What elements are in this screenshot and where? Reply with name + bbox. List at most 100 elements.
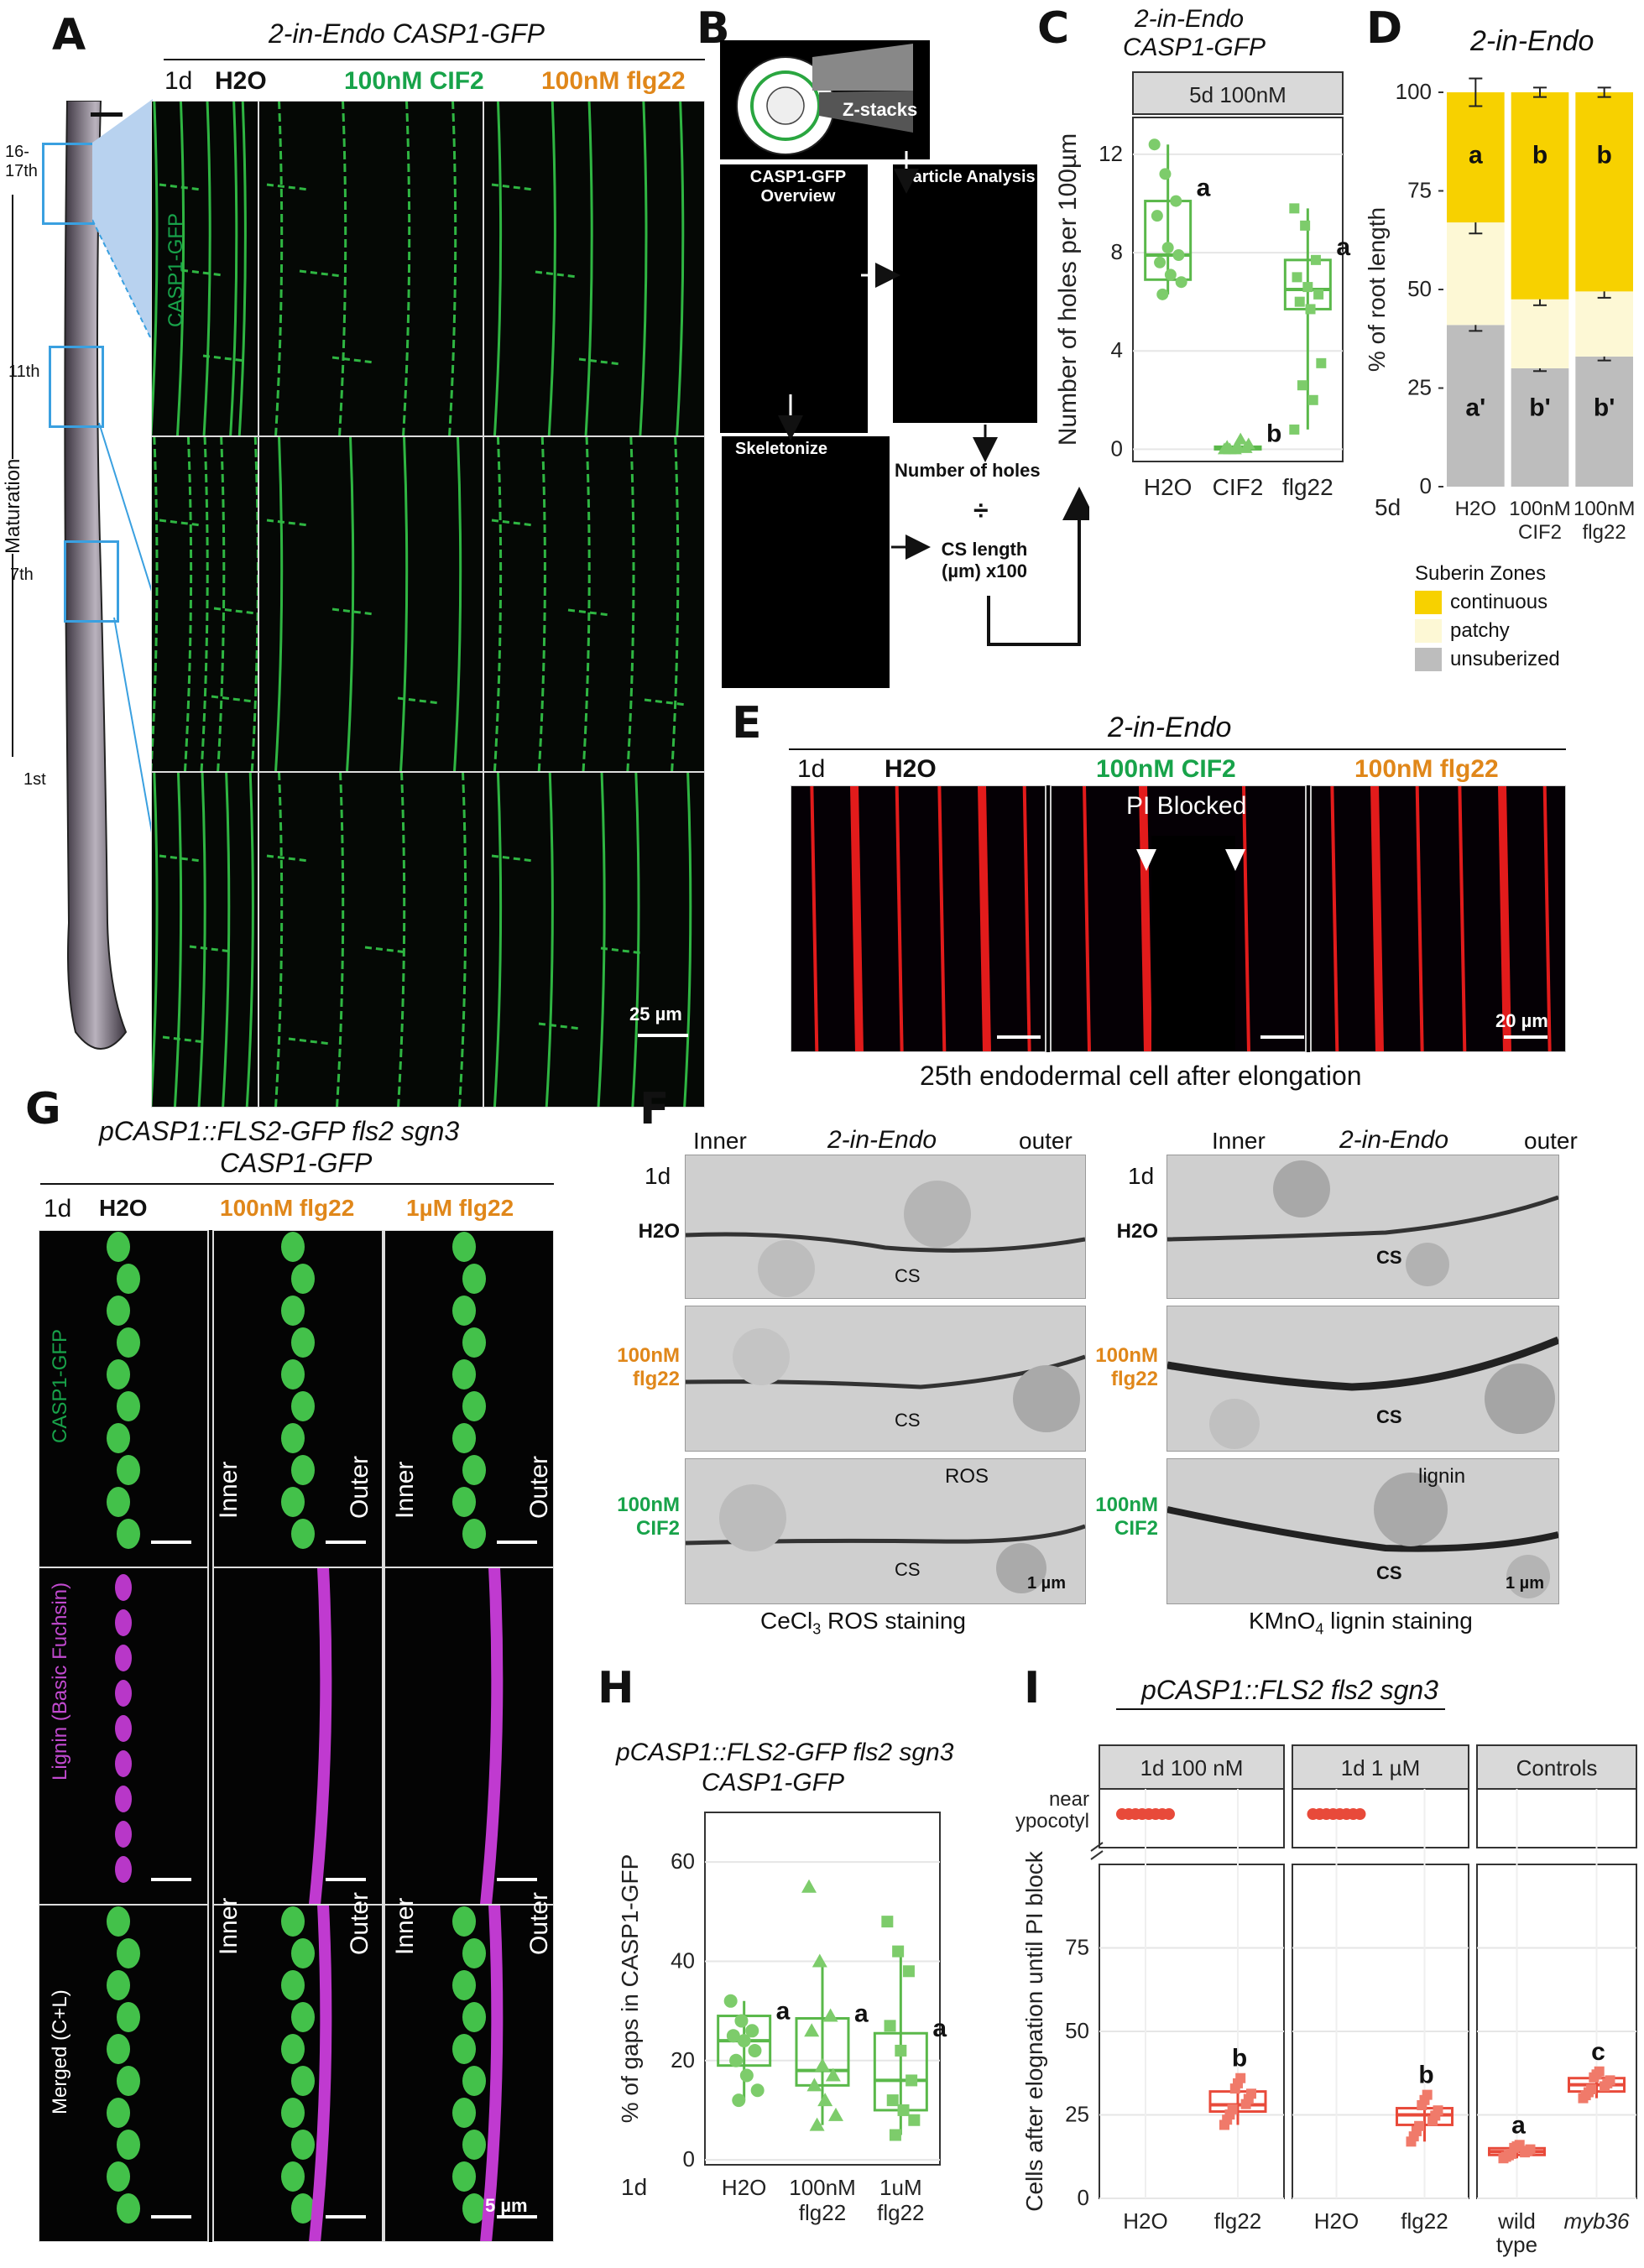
casp1-dot [462,2066,486,2096]
micro-a-r0-c0 [149,100,259,437]
data-point [726,2029,740,2043]
panel-f-outer-left: outer [1019,1128,1073,1154]
cell-junction [397,696,441,705]
casp1-dot [452,1423,476,1453]
cell-wall [336,771,345,1108]
step-overview: CASP1-GFP Overview [749,168,847,206]
casp1-dot [452,2161,476,2192]
cell-wall [493,435,503,773]
data-point [734,2014,749,2028]
casp1-dot [291,2002,315,2032]
legend-swatch-patchy [1415,619,1442,643]
cell-junction [159,519,202,527]
bar-segment-unsuberized [1447,325,1505,487]
casp1-dot [291,1938,315,1968]
cell-wall [597,771,606,1108]
cell-junction [159,183,202,191]
z-stack-image [720,40,930,159]
casp1-dot [117,1391,140,1421]
panel-label-h: H [598,1663,634,1713]
data-point [884,2020,896,2032]
casp1-dot [452,1232,476,1262]
lignin-band [309,1567,332,1906]
panel-a-title: 2-in-Endo CASP1-GFP [269,18,545,49]
micro-a-r0-c2 [483,100,706,437]
casp1-dot [291,1519,315,1549]
y-tick-label: 0 [1111,435,1123,461]
data-point [739,2068,754,2083]
panel-label-e: E [732,698,762,748]
y-tick-label: 60 [671,1848,695,1874]
panel-g-day: 1d [44,1195,72,1223]
casp1-dot [462,1455,486,1485]
cell-wall [639,100,648,437]
panel-a-scale-line [638,1034,688,1037]
pi-wall [810,785,819,1053]
box [795,2016,850,2087]
pi-wall [1330,785,1339,1053]
panel-e-scale: 20 µm [1495,1010,1548,1031]
panel-f-title-left: 2-in-Endo [827,1126,937,1154]
cell-wall [245,771,254,1108]
panel-f-inner-left: Inner [693,1128,747,1154]
data-point [1506,2148,1517,2159]
panel-f-caption-left: CeCl3 ROS staining [760,1608,966,1639]
casp1-dot [117,1264,140,1294]
data-point [1586,2083,1597,2094]
casp1-dot [452,2098,476,2128]
casp1-dot [117,2130,140,2160]
y-tick-label: 100 [1396,79,1432,104]
grid-a-bg [151,101,705,1108]
panel-e-cond-h2o: H2O [885,755,937,783]
particle-analysis-image [893,164,1037,423]
y-tick-label: 50 [1407,276,1432,301]
panel-g-cond-100nm: 100nM flg22 [220,1195,355,1221]
bar-segment-continuous [1511,92,1569,300]
panel-label-f: F [639,1084,670,1134]
x-tick-label: CIF2 [1213,474,1264,500]
casp1-dot [107,1232,130,1262]
data-point [906,2074,918,2087]
panel-g-row-lignin: Lignin (Basic Fuchsin) [49,1582,71,1781]
casp1-dot [462,2002,486,2032]
data-point [723,1994,738,2008]
cell-junction [538,1022,582,1030]
panel-e-scale-line-1 [997,1035,1041,1039]
legend-patchy: patchy [1450,619,1510,642]
data-point [892,1945,905,1958]
data-point [1594,2066,1605,2077]
panel-f-inner-right: Inner [1212,1128,1266,1154]
panel-g-outer-3: Outer [346,1891,373,1955]
cell-junction [491,519,535,527]
significance-letter: a [854,1999,869,2027]
root-zone-box-mid [49,346,104,428]
casp1-dot [107,2034,130,2064]
data-point [729,2053,744,2067]
em-ros-h2o [685,1155,1086,1299]
panel-f-caption-right: KMnO4 lignin staining [1249,1608,1473,1639]
cell-wall [453,435,462,773]
panel-g-title-1: pCASP1::FLS2-GFP fls2 sgn3 [99,1116,460,1146]
data-point [1246,2088,1256,2099]
pi-wall [1542,785,1552,1053]
casp1-dot [117,1455,140,1485]
data-point [815,2057,830,2072]
cell-junction [364,946,408,954]
casp1-dot [452,2034,476,2064]
cell-junction [567,608,611,617]
x-tick-label: flg22 [799,2200,846,2225]
cell-wall [537,435,546,773]
cell-wall [346,435,355,773]
x-tick-label: myb36 [1563,2208,1630,2234]
casp1-dot [117,1938,140,1968]
cell-junction [331,356,375,364]
data-point [1294,296,1305,307]
cell-wall [197,771,206,1108]
bar-segment-continuous [1447,92,1505,223]
panel-label-i: I [1024,1663,1041,1713]
micro-e-c0 [790,785,1046,1053]
cell-wall [671,435,680,773]
data-point [1292,272,1302,283]
